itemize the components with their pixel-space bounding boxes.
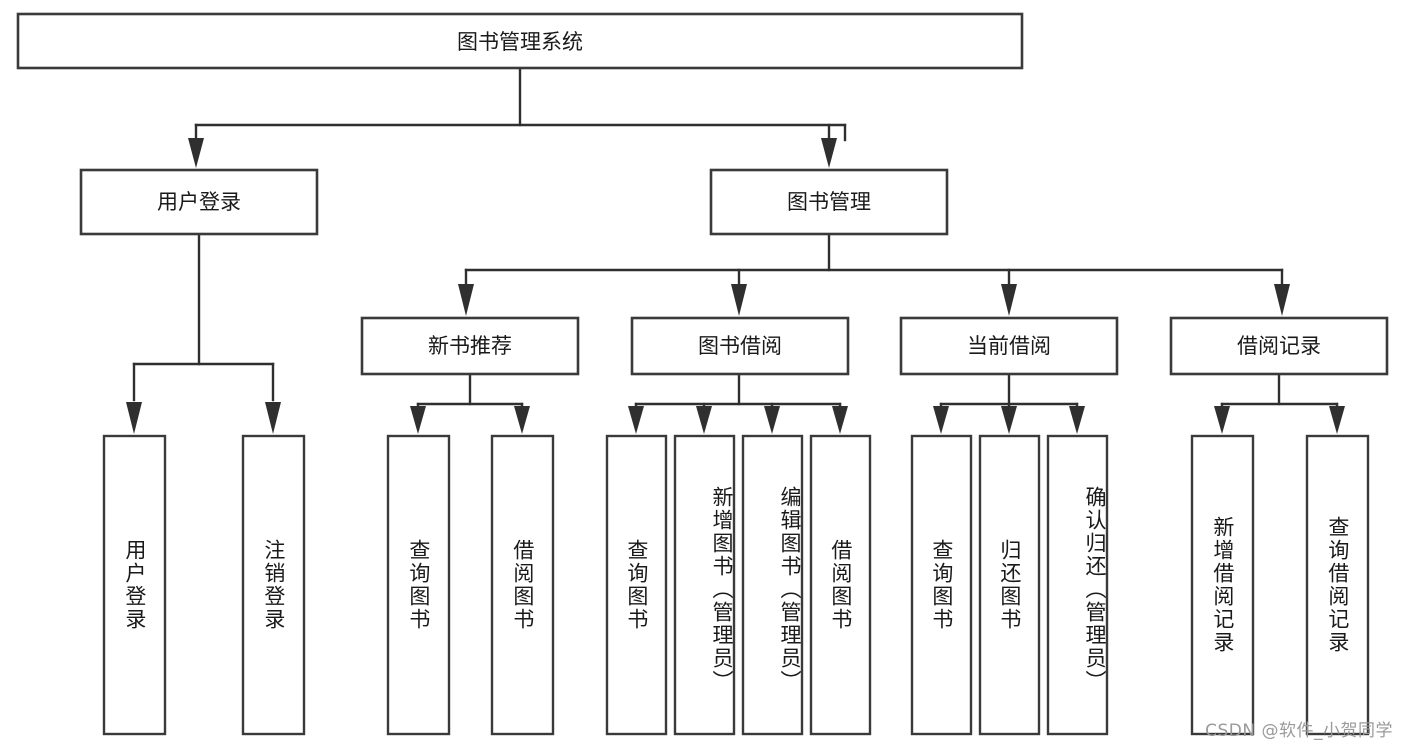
node-root-label: 图书管理系统: [457, 30, 583, 54]
node-user-login-label: 用户登录: [157, 190, 241, 214]
node-book-borrow-label: 图书借阅: [698, 334, 782, 358]
leaf-box-new-book-1[interactable]: [490, 434, 555, 736]
leaf-box-book-borrow-3[interactable]: [809, 434, 872, 736]
node-borrow-record-label: 借阅记录: [1237, 334, 1321, 358]
node-current-borrow-label: 当前借阅: [967, 334, 1051, 358]
node-current-borrow[interactable]: 当前借阅: [899, 316, 1119, 376]
node-book-manage[interactable]: 图书管理: [709, 168, 949, 236]
leaf-box-new-book-0[interactable]: [386, 434, 451, 736]
arrow-head-icon: [1329, 406, 1345, 434]
arrow-head-icon: [1274, 284, 1290, 316]
leaf-box-book-borrow-1[interactable]: [673, 434, 736, 736]
connector-borrowrecord-to-leaves: [1214, 373, 1345, 434]
node-root[interactable]: 图书管理系统: [16, 12, 1024, 70]
node-user-login[interactable]: 用户登录: [79, 168, 319, 236]
arrow-head-icon: [1214, 406, 1230, 434]
arrow-head-icon: [696, 406, 712, 434]
leaf-box-book-borrow-0[interactable]: [605, 434, 668, 736]
leaf-box-borrow-record-0[interactable]: [1190, 434, 1255, 736]
node-borrow-record[interactable]: 借阅记录: [1169, 316, 1389, 376]
arrow-head-icon: [832, 406, 848, 434]
connector-currentborrow-to-leaves: [933, 373, 1085, 434]
watermark: CSDN @软件_小贺同学: [1205, 721, 1393, 741]
node-book-manage-label: 图书管理: [787, 190, 871, 214]
leaf-box-user-login-0[interactable]: [102, 434, 167, 736]
arrow-head-icon: [821, 138, 837, 168]
arrow-head-icon: [1001, 406, 1017, 434]
arrow-head-icon: [514, 406, 530, 434]
leaf-box-borrow-record-1[interactable]: [1305, 434, 1370, 736]
arrow-head-icon: [410, 406, 426, 434]
arrow-head-icon: [1001, 284, 1017, 316]
arrow-head-icon: [933, 406, 949, 434]
node-book-borrow[interactable]: 图书借阅: [630, 316, 850, 376]
arrow-head-icon: [188, 138, 204, 168]
leaf-box-current-borrow-1[interactable]: [978, 434, 1041, 736]
arrow-head-icon: [764, 406, 780, 434]
connector-bookborrow-to-leaves: [628, 373, 848, 434]
arrow-head-icon: [458, 284, 474, 316]
connector-root-to-level1: [188, 66, 847, 168]
connector-userlogin-to-leaves: [126, 233, 281, 434]
arrow-head-icon: [1069, 406, 1085, 434]
node-new-book-recommend[interactable]: 新书推荐: [360, 316, 580, 376]
connector-newbook-to-leaves: [410, 373, 530, 434]
leaf-box-current-borrow-2[interactable]: [1046, 434, 1109, 736]
arrow-head-icon: [731, 284, 747, 316]
leaf-box-user-login-1[interactable]: [241, 434, 306, 736]
node-new-book-recommend-label: 新书推荐: [428, 334, 512, 358]
leaf-box-current-borrow-0[interactable]: [910, 434, 973, 736]
arrow-head-icon: [265, 402, 281, 434]
leaf-box-book-borrow-2[interactable]: [741, 434, 804, 736]
connector-bookmanage-to-level2: [458, 233, 1290, 316]
arrow-head-icon: [628, 406, 644, 434]
arrow-head-icon: [126, 402, 142, 434]
